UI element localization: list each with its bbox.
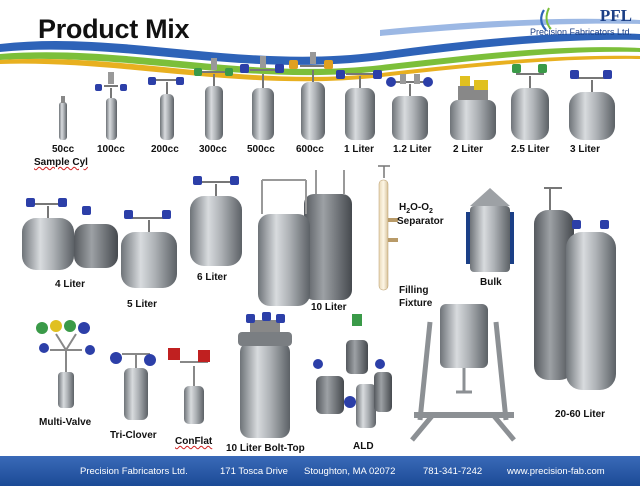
label-2-liter: 2 Liter — [453, 144, 484, 155]
cylinder-20-60-liter — [534, 187, 616, 390]
conflat-assembly — [168, 348, 210, 424]
multi-valve-assembly — [36, 320, 95, 408]
label-fixture: Fixture — [399, 298, 433, 309]
cylinder-1-2-liter — [386, 74, 433, 140]
label-10-liter-bolt-top: 10 Liter Bolt-Top — [226, 443, 305, 454]
cylinder-200cc — [148, 77, 184, 140]
company-logo: PFL Precision Fabricators Ltd. — [508, 6, 632, 37]
cylinder-10-liter — [258, 170, 352, 306]
tri-clover-assembly — [110, 352, 156, 420]
label-conflat: ConFlat — [175, 436, 213, 447]
cylinder-3-liter — [569, 70, 615, 140]
label-3-liter: 3 Liter — [570, 144, 601, 155]
filling-fixture-stand — [410, 304, 516, 442]
cylinder-50cc — [59, 96, 67, 140]
label-100cc: 100cc — [97, 144, 125, 155]
label-500cc: 500cc — [247, 144, 275, 155]
cylinder-4-liter — [22, 198, 118, 270]
cylinder-1-liter — [336, 70, 382, 140]
label-1-2-liter: 1.2 Liter — [393, 144, 432, 155]
separator-tube — [378, 165, 398, 291]
pfl-logo-icon — [540, 7, 552, 31]
footer-phone: 781-341-7242 — [423, 466, 483, 477]
cylinder-100cc — [95, 72, 127, 140]
label-multi-valve: Multi-Valve — [39, 417, 92, 428]
cylinder-5-liter — [121, 210, 177, 288]
label-300cc: 300cc — [199, 144, 227, 155]
label-filling: Filling — [399, 285, 429, 296]
logo-subtitle: Precision Fabricators Ltd. — [529, 27, 632, 37]
cylinder-300cc — [194, 58, 233, 140]
logo-mark: PFL — [599, 6, 632, 25]
page-title: Product Mix — [38, 14, 190, 44]
label-200cc: 200cc — [151, 144, 179, 155]
footer-company: Precision Fabricators Ltd. — [80, 466, 188, 477]
label-5-liter: 5 Liter — [127, 299, 158, 310]
bulk-container — [466, 188, 514, 272]
cylinder-600cc — [289, 52, 333, 140]
label-tri-clover: Tri-Clover — [110, 430, 157, 441]
footer-address: 171 Tosca Drive — [220, 466, 288, 477]
label-1-liter: 1 Liter — [344, 144, 375, 155]
label-600cc: 600cc — [296, 144, 324, 155]
footer-city: Stoughton, MA 02072 — [304, 466, 396, 477]
ald-assembly — [313, 314, 392, 428]
label-sample-cyl: Sample Cyl — [34, 157, 88, 168]
cylinder-2-5-liter — [511, 64, 549, 140]
label-6-liter: 6 Liter — [197, 272, 228, 283]
cylinder-6-liter — [190, 176, 242, 266]
bolt-top-cylinder — [238, 312, 292, 438]
label-h2o-o2: H2O-O2 — [399, 202, 433, 215]
cylinder-2-liter — [450, 76, 496, 140]
label-4-liter: 4 Liter — [55, 279, 86, 290]
label-10-liter: 10 Liter — [311, 302, 347, 313]
label-50cc: 50cc — [52, 144, 75, 155]
footer-website[interactable]: www.precision-fab.com — [507, 466, 605, 477]
label-separator: Separator — [397, 216, 444, 227]
footer-bar: Precision Fabricators Ltd. 171 Tosca Dri… — [0, 456, 640, 486]
cylinder-500cc — [240, 56, 284, 140]
label-ald: ALD — [353, 441, 374, 452]
label-20-60-liter: 20-60 Liter — [555, 409, 606, 420]
label-2-5-liter: 2.5 Liter — [511, 144, 550, 155]
header-wave — [0, 18, 640, 82]
label-bulk: Bulk — [480, 277, 502, 288]
